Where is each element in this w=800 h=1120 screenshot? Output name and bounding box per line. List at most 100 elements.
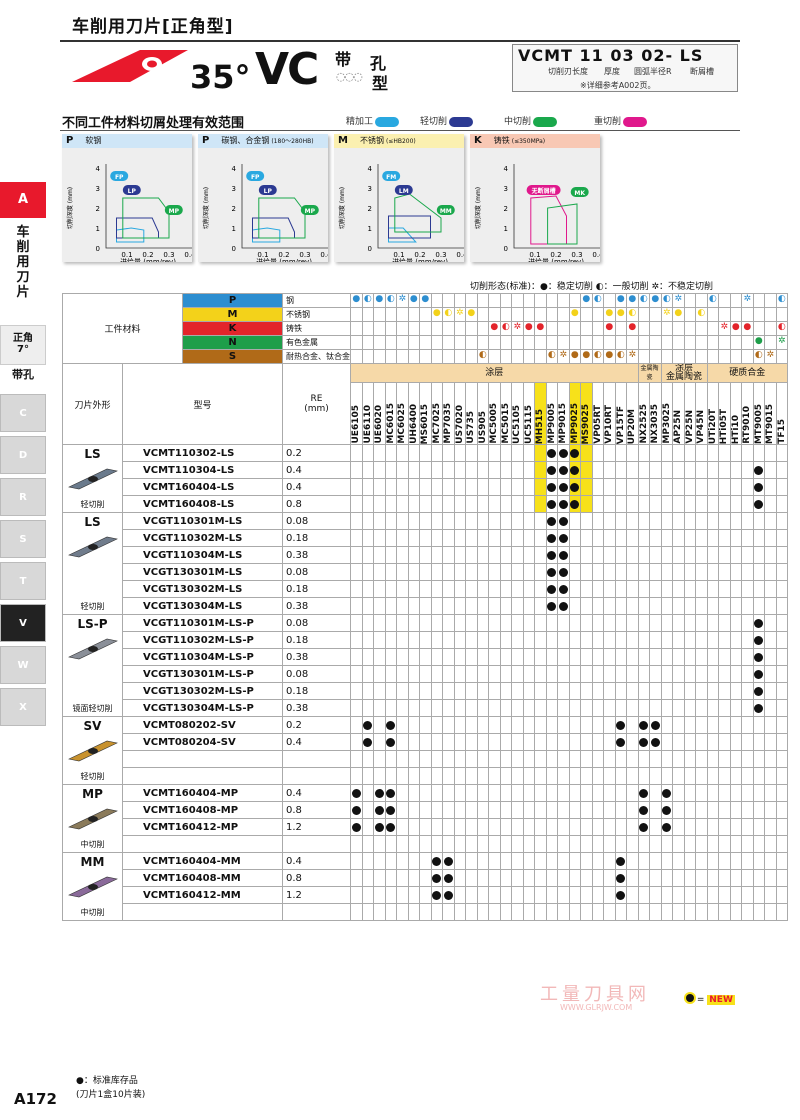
availability-cell — [373, 546, 386, 564]
shape-header: 刀片外形 — [62, 363, 123, 445]
tab-shape-r[interactable]: R — [0, 478, 46, 516]
tab-positive[interactable]: 正角 7° — [0, 325, 46, 365]
availability-cell — [419, 546, 432, 564]
availability-cell — [568, 444, 581, 462]
insert-image — [67, 740, 118, 762]
availability-cell — [361, 529, 374, 547]
tab-a[interactable]: A — [0, 182, 46, 218]
x-tick-label: 0.2 — [142, 251, 153, 259]
availability-cell — [522, 733, 535, 751]
material-mark — [695, 349, 708, 364]
grade-label: UP20M — [627, 408, 637, 444]
material-mark — [419, 321, 432, 336]
availability-cell — [741, 495, 754, 513]
material-mark: ● — [488, 321, 501, 336]
material-mark — [442, 349, 455, 364]
availability-cell — [557, 852, 570, 870]
tab-hole[interactable]: 带孔 — [12, 368, 34, 381]
availability-cell — [603, 529, 616, 547]
tab-shape-w[interactable]: W — [0, 646, 46, 684]
availability-cell — [384, 597, 397, 615]
availability-cell — [407, 580, 420, 598]
availability-cell — [465, 444, 478, 462]
material-mark: ◐ — [499, 321, 512, 336]
availability-cell — [384, 818, 397, 836]
availability-cell — [361, 665, 374, 683]
material-mark — [764, 307, 777, 322]
availability-cell — [419, 784, 432, 802]
grade-label: MT9005 — [753, 403, 764, 444]
availability-cell — [718, 682, 731, 700]
tab-shape-t[interactable]: T — [0, 562, 46, 600]
availability-cell — [419, 512, 432, 530]
tab-shape-d[interactable]: D — [0, 436, 46, 474]
availability-cell — [672, 461, 685, 479]
availability-cell — [741, 784, 754, 802]
grade-name: MC6025 — [396, 382, 409, 445]
availability-cell — [557, 716, 570, 734]
model-cell: VCMT160408-LS — [122, 495, 283, 513]
page-number: A172 — [14, 1090, 57, 1108]
tab-shape-x[interactable]: X — [0, 688, 46, 726]
availability-cell — [465, 903, 478, 921]
re-cell: 0.18 — [282, 631, 351, 649]
availability-cell — [683, 665, 696, 683]
availability-cell — [453, 682, 466, 700]
grade-label: UH6400 — [408, 404, 419, 444]
stock-dot — [754, 465, 764, 475]
availability-cell — [672, 614, 685, 632]
availability-cell — [350, 852, 363, 870]
availability-cell — [511, 682, 524, 700]
tab-shape-c[interactable]: C — [0, 394, 46, 432]
availability-cell — [557, 648, 570, 666]
availability-cell — [614, 699, 627, 717]
availability-cell — [718, 478, 731, 496]
y-axis-label: 切削深度 (mm) — [66, 187, 74, 229]
availability-cell — [430, 750, 443, 768]
tab-shape-v[interactable]: V — [0, 604, 46, 642]
availability-cell — [373, 512, 386, 530]
availability-cell — [430, 478, 443, 496]
availability-cell — [499, 495, 512, 513]
grade-label: US905 — [477, 411, 488, 444]
availability-cell — [683, 546, 696, 564]
availability-cell — [764, 852, 777, 870]
availability-cell — [407, 699, 420, 717]
availability-cell — [499, 852, 512, 870]
availability-cell — [511, 512, 524, 530]
availability-cell — [649, 750, 662, 768]
insert-image — [67, 638, 118, 660]
availability-cell — [764, 648, 777, 666]
availability-cell — [718, 699, 731, 717]
availability-cell — [626, 631, 639, 649]
stock-dot — [386, 737, 396, 747]
availability-cell — [476, 835, 489, 853]
availability-cell — [614, 903, 627, 921]
availability-cell — [683, 767, 696, 785]
availability-cell — [626, 495, 639, 513]
material-iso: S — [182, 349, 283, 364]
availability-cell — [706, 767, 719, 785]
availability-cell — [488, 563, 501, 581]
tab-shape-s[interactable]: S — [0, 520, 46, 558]
stock-dot — [547, 465, 557, 475]
availability-cell — [603, 716, 616, 734]
availability-cell — [649, 903, 662, 921]
availability-cell — [706, 614, 719, 632]
x-tick-label: 0.3 — [163, 251, 174, 259]
availability-cell — [660, 767, 673, 785]
chipbreaker-badge — [110, 171, 129, 181]
re-cell: 0.18 — [282, 580, 351, 598]
material-mark — [511, 293, 524, 308]
availability-cell — [729, 478, 742, 496]
insert-image — [67, 808, 118, 830]
chipbreaker-badge-label: MM — [440, 208, 452, 215]
availability-cell — [752, 699, 765, 717]
availability-cell — [419, 580, 432, 598]
material-iso: P — [182, 293, 283, 308]
stock-dot — [570, 465, 580, 475]
availability-cell — [775, 614, 788, 632]
